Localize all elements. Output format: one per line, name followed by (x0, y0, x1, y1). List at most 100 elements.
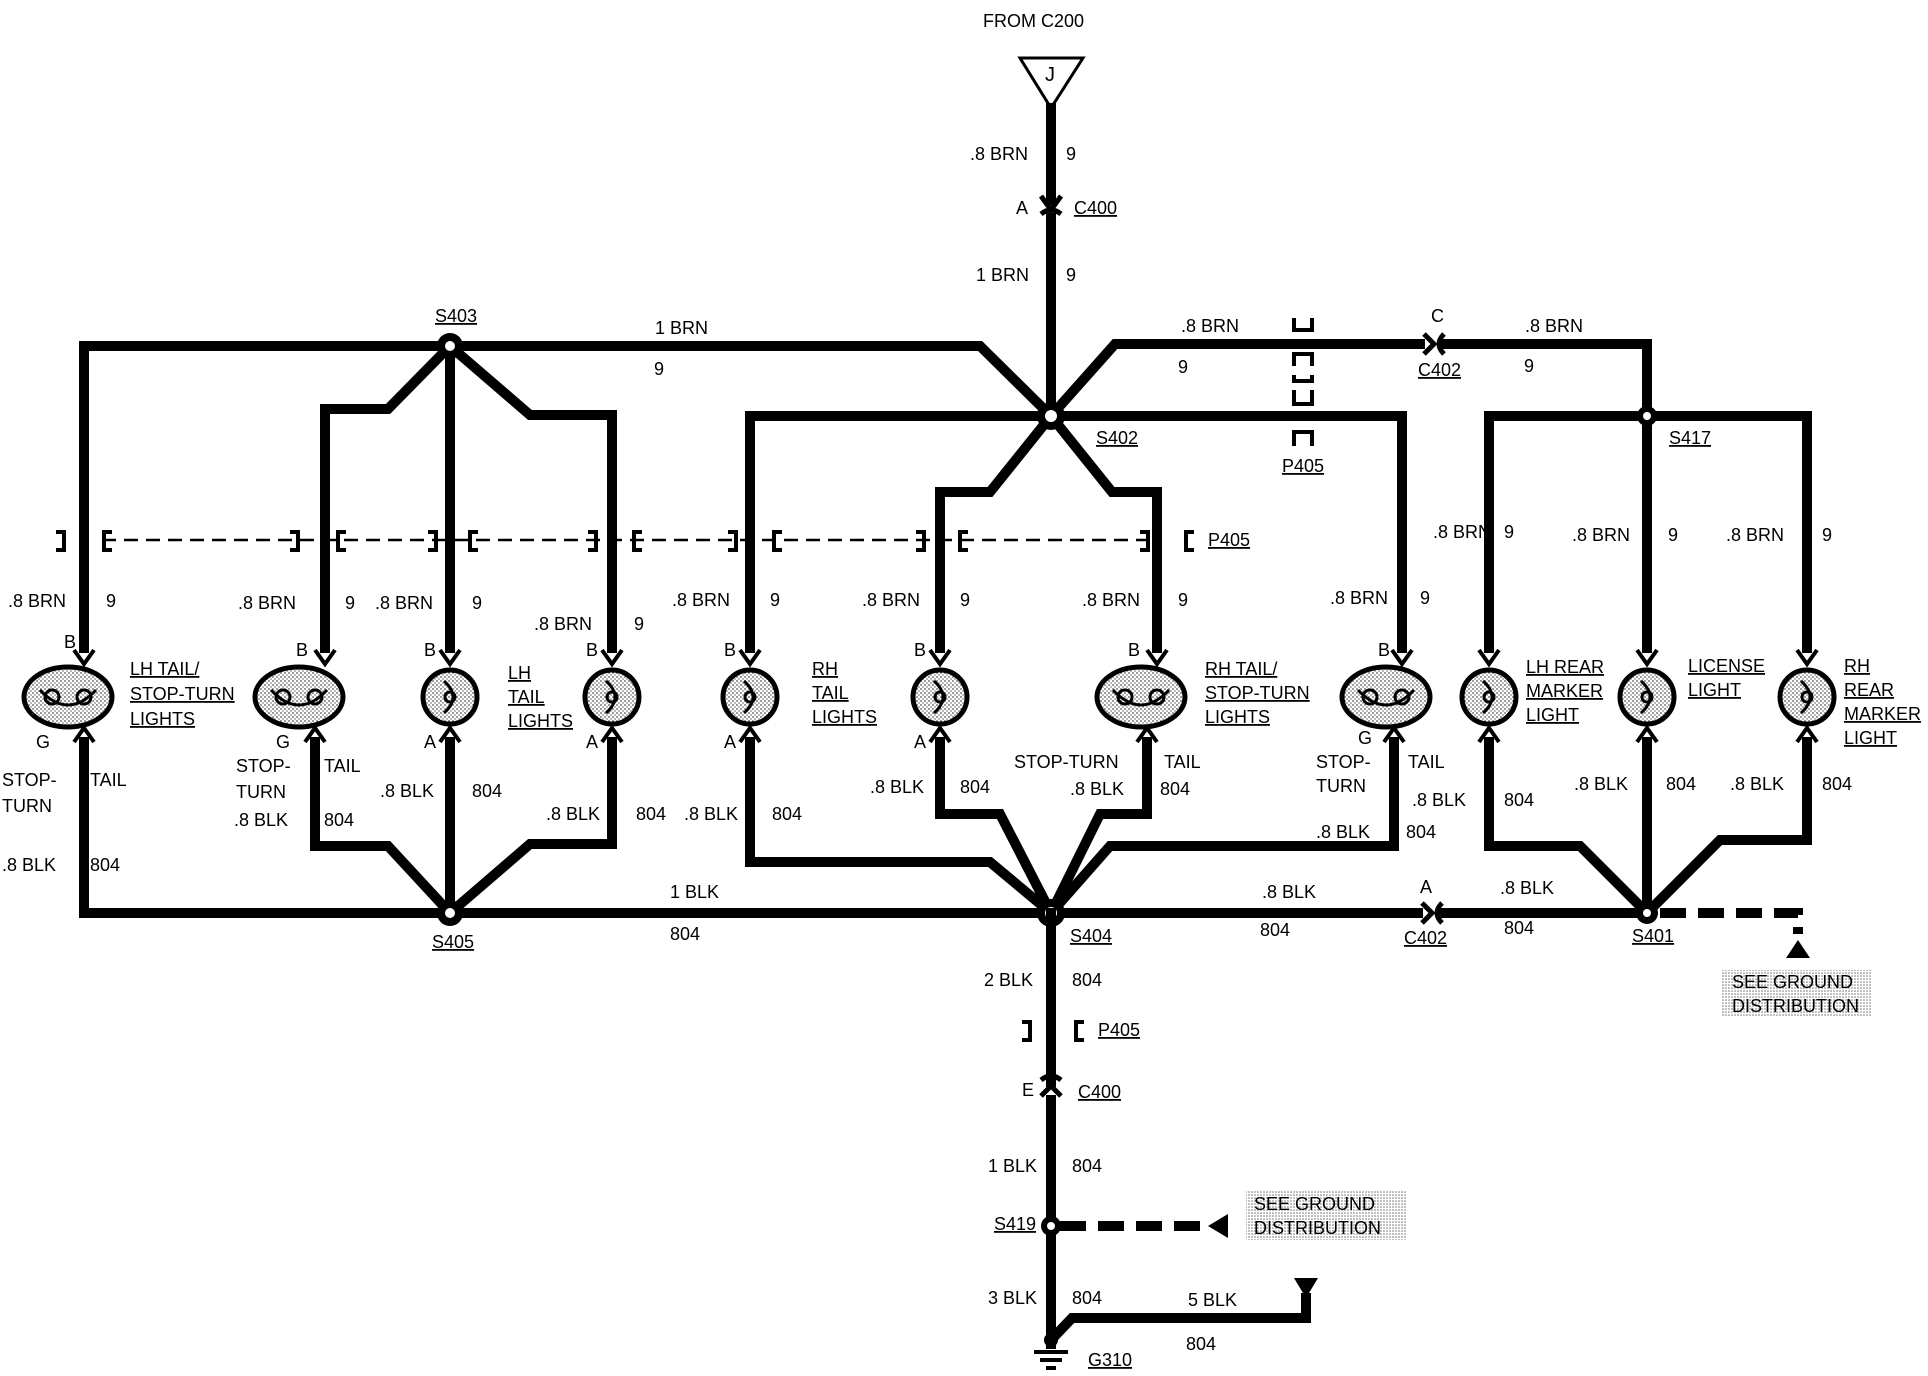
svg-text:.8 BLK: .8 BLK (2, 855, 56, 875)
wire-lh-stop-turn-feed (79, 341, 455, 653)
svg-text:.8 BRN: .8 BRN (1572, 525, 1630, 545)
wire-label: 5 BLK (1188, 1290, 1237, 1310)
wire-label: 3 BLK (988, 1288, 1037, 1308)
wire-lh-marker-ground (1484, 737, 1655, 921)
svg-text:RH: RH (1844, 656, 1870, 676)
svg-text:TAIL: TAIL (90, 770, 127, 790)
svg-text:A: A (724, 732, 736, 752)
svg-text:804: 804 (960, 777, 990, 797)
circuit-label: 9 (1178, 357, 1188, 377)
s401-label: S401 (1632, 926, 1674, 946)
svg-text:804: 804 (1260, 920, 1290, 940)
ground-ref-bottom-line1: SEE GROUND (1254, 1194, 1375, 1214)
wire-label: .8 BRN (1181, 316, 1239, 336)
svg-text:B: B (1128, 640, 1140, 660)
svg-text:9: 9 (770, 590, 780, 610)
wire-lh-tail-2-ground (442, 737, 617, 921)
s419-label: S419 (994, 1214, 1036, 1234)
lamp-lh-tail-1: B A (420, 640, 480, 752)
svg-text:.8 BLK: .8 BLK (684, 804, 738, 824)
svg-text:B: B (586, 640, 598, 660)
source-label: FROM C200 (983, 11, 1084, 31)
wire-rh-tail-2-feed (935, 408, 1059, 653)
svg-text:G: G (36, 732, 50, 752)
svg-text:804: 804 (772, 804, 802, 824)
svg-text:TAIL: TAIL (508, 687, 545, 707)
circuit-label: 804 (1072, 1288, 1102, 1308)
c400-bottom-connector (1039, 1073, 1063, 1083)
svg-text:LIGHT: LIGHT (1844, 728, 1897, 748)
svg-text:804: 804 (1406, 822, 1436, 842)
wire-lh-stop-turn-2-feed (320, 338, 458, 653)
s417-label: S417 (1669, 428, 1711, 448)
wire-label: .8 BRN (1525, 316, 1583, 336)
svg-text:804: 804 (90, 855, 120, 875)
c402-bottom-connector (1420, 901, 1436, 925)
svg-text:.8 BLK: .8 BLK (546, 804, 600, 824)
svg-text:LH REAR: LH REAR (1526, 657, 1604, 677)
wire-rh-marker-ground (1639, 737, 1812, 921)
svg-text:9: 9 (1504, 522, 1514, 542)
svg-text:9: 9 (1420, 588, 1430, 608)
pin-label: C (1431, 306, 1444, 326)
ground-ref-arrow-left (1208, 1214, 1228, 1238)
lamp-lh-rear-marker (1459, 648, 1519, 744)
wire-lh-marker-feed (1484, 411, 1652, 653)
svg-text:.8 BLK: .8 BLK (1500, 878, 1554, 898)
svg-text:804: 804 (324, 810, 354, 830)
p405-symbol (1292, 318, 1314, 332)
svg-text:STOP-TURN: STOP-TURN (1205, 683, 1310, 703)
svg-text:804: 804 (1504, 918, 1534, 938)
p405-bottom-label: P405 (1098, 1020, 1140, 1040)
lamp-rh-tail-1: B A (720, 640, 780, 752)
svg-text:804: 804 (1666, 774, 1696, 794)
svg-text:.8 BLK: .8 BLK (234, 810, 288, 830)
wire-rh-tail-feed (745, 411, 1056, 653)
lamp-labels: LH TAIL/ STOP-TURN LIGHTS LH TAIL LIGHTS… (130, 656, 1921, 748)
svg-text:.8 BLK: .8 BLK (1412, 790, 1466, 810)
wire-rh-stop-turn-feed (1043, 408, 1162, 653)
ground-ref-right-line1: SEE GROUND (1732, 972, 1853, 992)
svg-text:.8 BLK: .8 BLK (1262, 882, 1316, 902)
svg-text:LIGHTS: LIGHTS (508, 711, 573, 731)
s402-label: S402 (1096, 428, 1138, 448)
svg-text:LH: LH (508, 663, 531, 683)
svg-text:LIGHTS: LIGHTS (130, 709, 195, 729)
wire-rh-stop-turn-2-feed (1046, 411, 1407, 653)
svg-text:B: B (1378, 640, 1390, 660)
wire-rh-tail-1-ground (745, 737, 1059, 921)
svg-text:.8 BRN: .8 BRN (1082, 590, 1140, 610)
svg-text:LIGHT: LIGHT (1688, 680, 1741, 700)
svg-text:G: G (276, 732, 290, 752)
svg-text:RH TAIL/: RH TAIL/ (1205, 659, 1277, 679)
svg-text:.8 BLK: .8 BLK (1316, 822, 1370, 842)
svg-text:TAIL: TAIL (812, 683, 849, 703)
ground-g310-node (1044, 1333, 1058, 1347)
c402-bottom-label: C402 (1404, 928, 1447, 948)
wire-label: 1 BRN (976, 265, 1029, 285)
svg-text:9: 9 (472, 593, 482, 613)
c400-top-label: C400 (1074, 198, 1117, 218)
ground-ref-box-right (1722, 970, 1872, 1016)
svg-text:TURN: TURN (2, 796, 52, 816)
p405-connector-row (56, 530, 1194, 552)
lamp-license (1617, 648, 1677, 744)
svg-text:TAIL: TAIL (1164, 752, 1201, 772)
svg-text:.8 BRN: .8 BRN (1726, 525, 1784, 545)
p405-bottom-symbol (1022, 1020, 1032, 1042)
lamp-rh-tail-stop-turn-2: B G (1339, 640, 1433, 748)
c400-bottom-label: C400 (1078, 1082, 1121, 1102)
circuit-label: 9 (1066, 265, 1076, 285)
circuit-label: 804 (1072, 1156, 1102, 1176)
svg-text:LICENSE: LICENSE (1688, 656, 1765, 676)
svg-text:.8 BRN: .8 BRN (1330, 588, 1388, 608)
c402-top-connector (1422, 332, 1438, 356)
svg-text:9: 9 (1822, 525, 1832, 545)
svg-text:LIGHT: LIGHT (1526, 705, 1579, 725)
source-terminal-letter: J (1045, 64, 1055, 86)
svg-text:804: 804 (1504, 790, 1534, 810)
svg-text:A: A (914, 732, 926, 752)
svg-text:.8 BLK: .8 BLK (870, 777, 924, 797)
